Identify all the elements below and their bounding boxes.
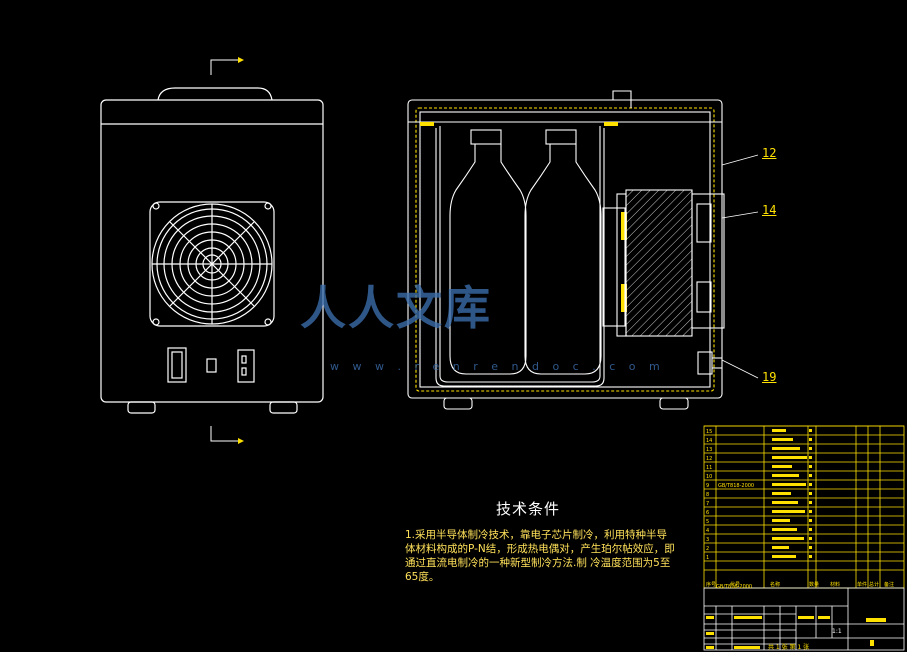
bom-std-b: GB/T818-2000 [718, 483, 754, 489]
bom-header-cell: 数量 [809, 581, 819, 588]
callout-14: 14 [762, 203, 777, 217]
bom-header-cell: 材料 [830, 581, 840, 588]
bom-row-number: 2 [706, 546, 709, 552]
bom-name-fill [772, 483, 806, 486]
bom-header-cell: 总计 [869, 581, 879, 588]
bom-qty-fill [809, 483, 812, 486]
callout-12: 12 [762, 146, 777, 160]
socket [237, 349, 255, 383]
bom-qty-fill [809, 510, 812, 513]
bom-row-number: 11 [706, 465, 712, 471]
bom-fills [772, 429, 812, 558]
bom-row-number: 6 [706, 510, 709, 516]
bom-qty-fill [809, 519, 812, 522]
bom-qty-fill [809, 456, 812, 459]
bom-row-number: 14 [706, 438, 712, 444]
bom-name-fill [772, 438, 793, 441]
drawing-scale: 1:1 [832, 628, 842, 635]
bom-name-fill [772, 474, 799, 477]
front-view [100, 87, 324, 414]
bom-qty-fill [809, 438, 812, 441]
bom-qty-fill [809, 474, 812, 477]
bom-row-number: 10 [706, 474, 712, 480]
heat-sink [625, 189, 693, 337]
indicator [206, 358, 217, 373]
bom-name-fill [772, 555, 796, 558]
sheet-count: 共 1 张 第 1 张 [768, 644, 810, 651]
bom-name-fill [772, 528, 797, 531]
bom-name-fill [772, 429, 786, 432]
bom-name-fill [772, 510, 805, 513]
bom-header-cell: 名称 [770, 581, 780, 588]
bom-qty-fill [809, 492, 812, 495]
bom-row-number: 8 [706, 492, 709, 498]
bom-name-fill [772, 456, 807, 459]
bottle-right [524, 129, 602, 375]
bom-qty-fill [809, 447, 812, 450]
section-arrow-bottom [210, 426, 244, 444]
power-switch [167, 347, 187, 383]
bom-qty-fill [809, 537, 812, 540]
bom-name-fill [772, 447, 800, 450]
fan-grille [149, 201, 275, 327]
bom-row-number: 3 [706, 537, 709, 543]
bom-name-fill [772, 519, 790, 522]
bom-table [703, 425, 905, 589]
bottle-left [449, 129, 527, 375]
bom-name-fill [772, 501, 798, 504]
bom-qty-fill [809, 501, 812, 504]
watermark-brand: 人人文库 [300, 281, 492, 335]
bom-name-fill [772, 465, 792, 468]
bom-row-number: 9 [706, 483, 709, 489]
section-view [407, 90, 725, 410]
title-block [703, 587, 905, 651]
bom-name-fill [772, 546, 789, 549]
bom-row-number: 7 [706, 501, 709, 507]
callout-19: 19 [762, 370, 777, 384]
bom-row-number: 12 [706, 456, 712, 462]
bom-qty-fill [809, 465, 812, 468]
bom-row-number: 1 [706, 555, 709, 561]
bom-header-cell: 代号 [730, 581, 740, 588]
bom-row-number: 5 [706, 519, 709, 525]
bom-header-cell: 备注 [884, 581, 894, 588]
tech-spec-title: 技术条件 [496, 500, 561, 518]
bom-header-cell: 单件 [857, 581, 867, 588]
bom-row-number: 4 [706, 528, 709, 534]
bom-name-fill [772, 492, 791, 495]
title-block-fills [706, 616, 886, 649]
bom-header-cell: 序号 [706, 581, 716, 588]
section-arrow-top [210, 57, 244, 75]
watermark-url: w w w . r e n r e n d o c . c o m [330, 360, 665, 373]
bom-std-a: GB/T818-2000 [716, 584, 752, 590]
bom-name-fill [772, 537, 804, 540]
bom-qty-fill [809, 429, 812, 432]
bom-qty-fill [809, 546, 812, 549]
bom-qty-fill [809, 555, 812, 558]
tech-spec-body: 1.采用半导体制冷技术，靠电子芯片制冷，利用特种半导体材料构成的P-N结，形成热… [405, 529, 675, 583]
bom-row-number: 13 [706, 447, 712, 453]
bom-row-number: 15 [706, 429, 712, 435]
bom-qty-fill [809, 528, 812, 531]
